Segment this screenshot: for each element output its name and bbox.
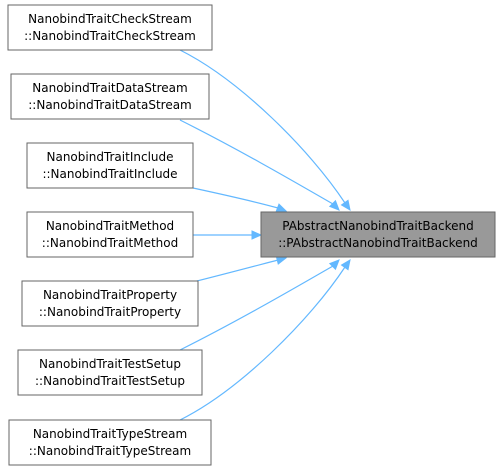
edge-method-arrowhead [251, 230, 263, 240]
edges [179, 49, 351, 421]
node-label-line2: ::NanobindTraitProperty [39, 305, 181, 319]
node-label-line1: PAbstractNanobindTraitBackend [282, 219, 474, 233]
node-label-line1: NanobindTraitCheckStream [28, 12, 192, 26]
node-pabstract-nanobind-trait-backend[interactable]: PAbstractNanobindTraitBackend ::PAbstrac… [260, 211, 496, 258]
node-label-line2: ::NanobindTraitCheckStream [24, 29, 196, 43]
node-label-line2: ::NanobindTraitMethod [42, 236, 178, 250]
node-nanobind-trait-property[interactable]: NanobindTraitProperty ::NanobindTraitPro… [21, 280, 199, 327]
node-label-line1: NanobindTraitTestSetup [39, 357, 181, 371]
node-nanobind-trait-test-setup[interactable]: NanobindTraitTestSetup ::NanobindTraitTe… [17, 349, 203, 396]
node-nanobind-trait-method[interactable]: NanobindTraitMethod ::NanobindTraitMetho… [26, 211, 194, 258]
node-nanobind-trait-data-stream[interactable]: NanobindTraitDataStream ::NanobindTraitD… [10, 73, 210, 120]
node-label-line1: NanobindTraitDataStream [32, 81, 187, 95]
edge-data-stream-arrowhead [328, 199, 340, 211]
node-nanobind-trait-check-stream[interactable]: NanobindTraitCheckStream ::NanobindTrait… [7, 4, 213, 51]
node-label-line2: ::NanobindTraitTypeStream [29, 444, 191, 458]
edge-property [192, 259, 279, 283]
edge-type-stream-arrowhead [340, 258, 351, 271]
node-label-line2: ::NanobindTraitInclude [42, 167, 177, 181]
node-label-line1: NanobindTraitMethod [46, 219, 174, 233]
node-label-line1: NanobindTraitTypeStream [33, 427, 187, 441]
node-label-line1: NanobindTraitInclude [46, 150, 173, 164]
edge-check-stream [179, 49, 346, 204]
node-label-line2: ::PAbstractNanobindTraitBackend [278, 236, 478, 250]
edge-data-stream [179, 119, 334, 205]
node-nanobind-trait-type-stream[interactable]: NanobindTraitTypeStream ::NanobindTraitT… [8, 419, 212, 466]
edge-include-arrowhead [275, 203, 288, 213]
edge-test-setup-arrowhead [328, 259, 340, 271]
edge-check-stream-arrowhead [340, 199, 351, 212]
edge-include [192, 187, 279, 209]
edge-type-stream [179, 266, 346, 421]
node-nanobind-trait-include[interactable]: NanobindTraitInclude ::NanobindTraitIncl… [26, 142, 194, 189]
node-label-line2: ::NanobindTraitTestSetup [35, 374, 185, 388]
node-label-line2: ::NanobindTraitDataStream [28, 98, 192, 112]
node-label-line1: NanobindTraitProperty [43, 288, 177, 302]
edge-test-setup [179, 265, 334, 351]
